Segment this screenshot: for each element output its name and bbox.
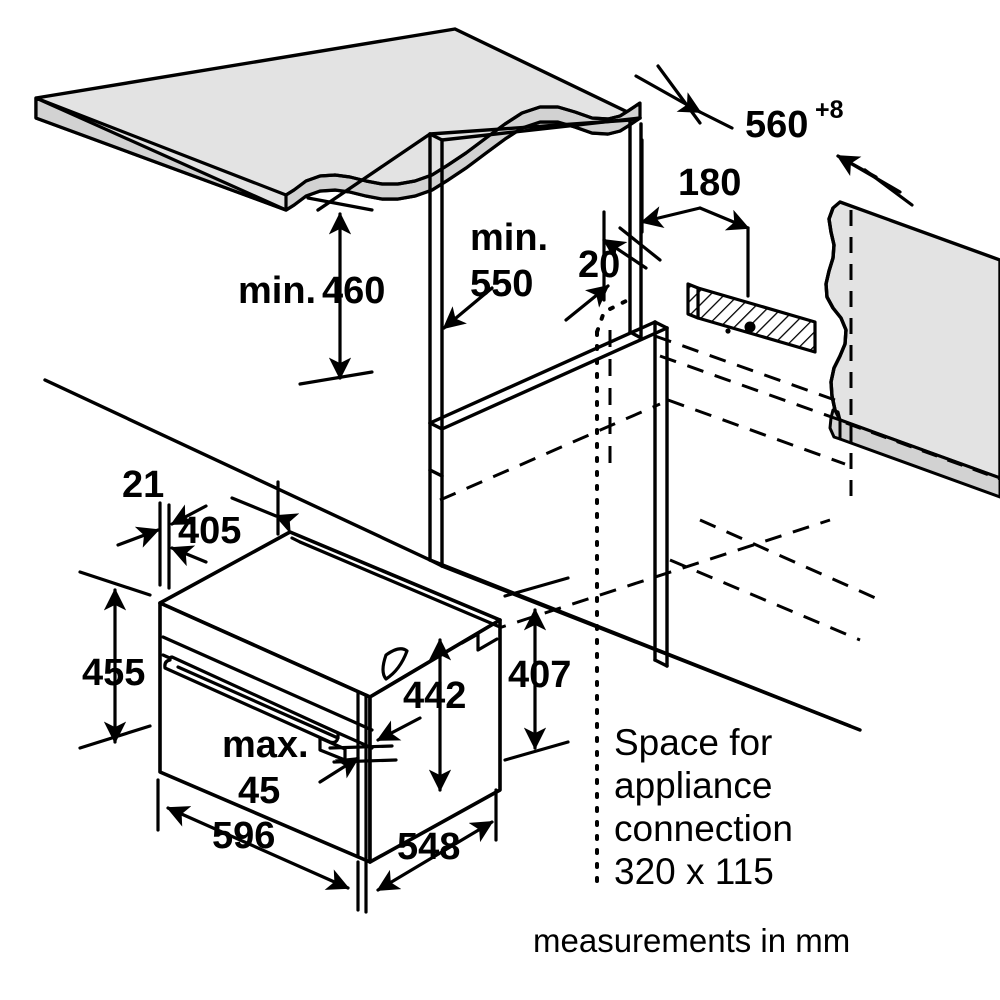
dimension-body-height-407: 407 [508,654,571,696]
dimension-appliance-depth-548: 548 [397,826,460,868]
note-line-2: appliance [614,765,772,806]
dimension-value: 560 [745,104,808,146]
dimension-door-gap: max. 45 [222,724,309,812]
dimension-top-offset-405: 405 [178,510,241,552]
worktop-panel [34,27,642,212]
dimension-prefix: max. [222,724,309,766]
dimension-front-height-442: 442 [403,675,466,717]
dimension-niche-width: min. 550 [470,217,548,305]
dimension-superscript: +8 [815,96,844,124]
dimension-niche-depth: 560 +8 [745,96,844,146]
units-footnote: measurements in mm [533,922,850,959]
dimension-gap-20: 20 [578,244,620,286]
dimension-appliance-width-596: 596 [212,815,275,857]
dimension-value: 460 [322,270,385,312]
dimension-appliance-height-455: 455 [82,652,145,694]
dimension-prefix: min. [470,217,548,259]
dimension-niche-height: min. 460 [238,270,385,312]
dimension-lines [78,64,914,914]
hidden-construction-lines [439,330,881,642]
connection-leader-dotted-line [595,298,630,892]
dimension-value: 45 [238,770,280,812]
dimension-prefix: min. [238,270,316,312]
rear-wall-panel [824,200,1000,500]
dimension-plinth-21: 21 [122,464,164,506]
appliance-connection-box [686,282,817,354]
cabinet-carcass [43,116,862,732]
note-line-4: 320 x 115 [614,851,774,892]
dimension-rear-offset: 180 [678,162,741,204]
dimension-value: 550 [470,263,533,305]
note-line-1: Space for [614,722,772,763]
appliance-connection-note: Space for appliance connection 320 x 115 [614,722,793,892]
note-line-3: connection [614,808,793,849]
